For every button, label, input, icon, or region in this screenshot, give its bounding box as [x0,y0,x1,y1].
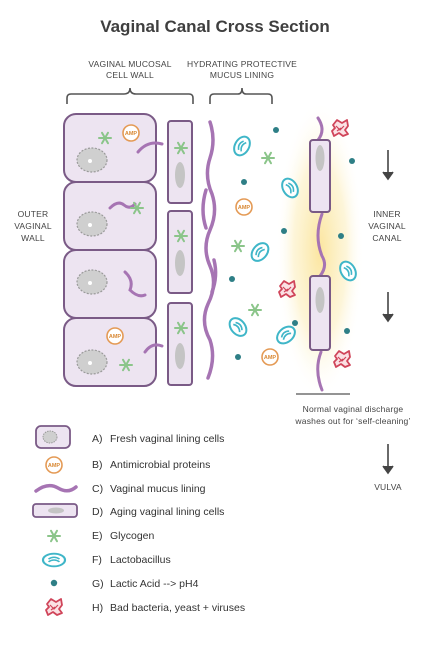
legend-key-d: D) [92,506,103,518]
legend-key-b: B) [92,459,103,471]
glycogen-icon [47,529,61,543]
legend-key-a: A) [92,433,103,445]
legend-text-e: Glycogen [110,530,155,542]
legend-text-f: Lactobacillus [110,554,171,566]
amp-icon: AMP [122,124,140,142]
legend-text-b: Antimicrobial proteins [110,459,210,471]
label-mucus-line1: HYDRATING PROTECTIVE [187,59,297,69]
vulva-label: VULVA [374,482,402,492]
amp-icon: AMP [106,327,124,345]
lactic-acid-icon [50,579,58,587]
bad-bacteria-icon [45,598,63,616]
legend-text-d: Aging vaginal lining cells [110,506,224,518]
svg-text:AMP: AMP [238,205,251,211]
discharge-caption-2: washes out for ‘self-cleaning’ [294,416,410,426]
amp-icon: AMP [261,348,279,366]
amp-icon: AMP [45,456,63,474]
amp-icon: AMP [235,198,253,216]
legend-text-a: Fresh vaginal lining cells [110,433,224,445]
label-outer-wall-1: OUTER [18,209,49,219]
down-arrow-icon [382,292,394,323]
fresh-cell-icon [35,425,71,449]
label-cell-wall-line2: CELL WALL [106,70,154,80]
bracket-mucus [209,87,273,104]
lactobacillus-icon [41,552,67,568]
legend-key-c: C) [92,483,103,495]
down-arrow-icon [382,444,394,475]
legend-key-g: G) [92,578,104,590]
shedding-cells [309,116,331,392]
svg-text:AMP: AMP [109,334,122,340]
legend-text-h: Bad bacteria, yeast + viruses [110,602,245,614]
diagram-title: Vaginal Canal Cross Section [100,17,330,36]
legend: A) Fresh vaginal lining cells AMP B) Ant… [32,425,245,616]
svg-text:AMP: AMP [48,463,61,469]
legend-key-h: H) [92,602,103,614]
legend-key-e: E) [92,530,103,542]
fresh-cell-column [63,113,164,387]
legend-text-c: Vaginal mucus lining [110,483,206,495]
discharge-caption-1: Normal vaginal discharge [303,404,404,414]
label-inner-canal-3: CANAL [372,233,401,243]
svg-text:AMP: AMP [264,355,277,361]
legend-text-g: Lactic Acid --> pH4 [110,578,199,590]
aging-cell-column [167,120,193,386]
aging-cell-icon [32,503,78,518]
bracket-cell-wall [66,87,194,104]
lactic-acid-dots [229,127,355,360]
down-arrow-icon [382,150,394,181]
label-mucus-line2: MUCUS LINING [210,70,274,80]
label-inner-canal-1: INNER [373,209,400,219]
label-cell-wall-line1: VAGINAL MUCOSAL [88,59,171,69]
label-outer-wall-3: WALL [21,233,45,243]
label-inner-canal-2: VAGINAL [368,221,406,231]
mucus-lining [201,120,218,380]
mucus-strand-icon [34,483,78,493]
legend-key-f: F) [92,554,102,566]
label-outer-wall-2: VAGINAL [14,221,52,231]
svg-text:AMP: AMP [125,131,138,137]
